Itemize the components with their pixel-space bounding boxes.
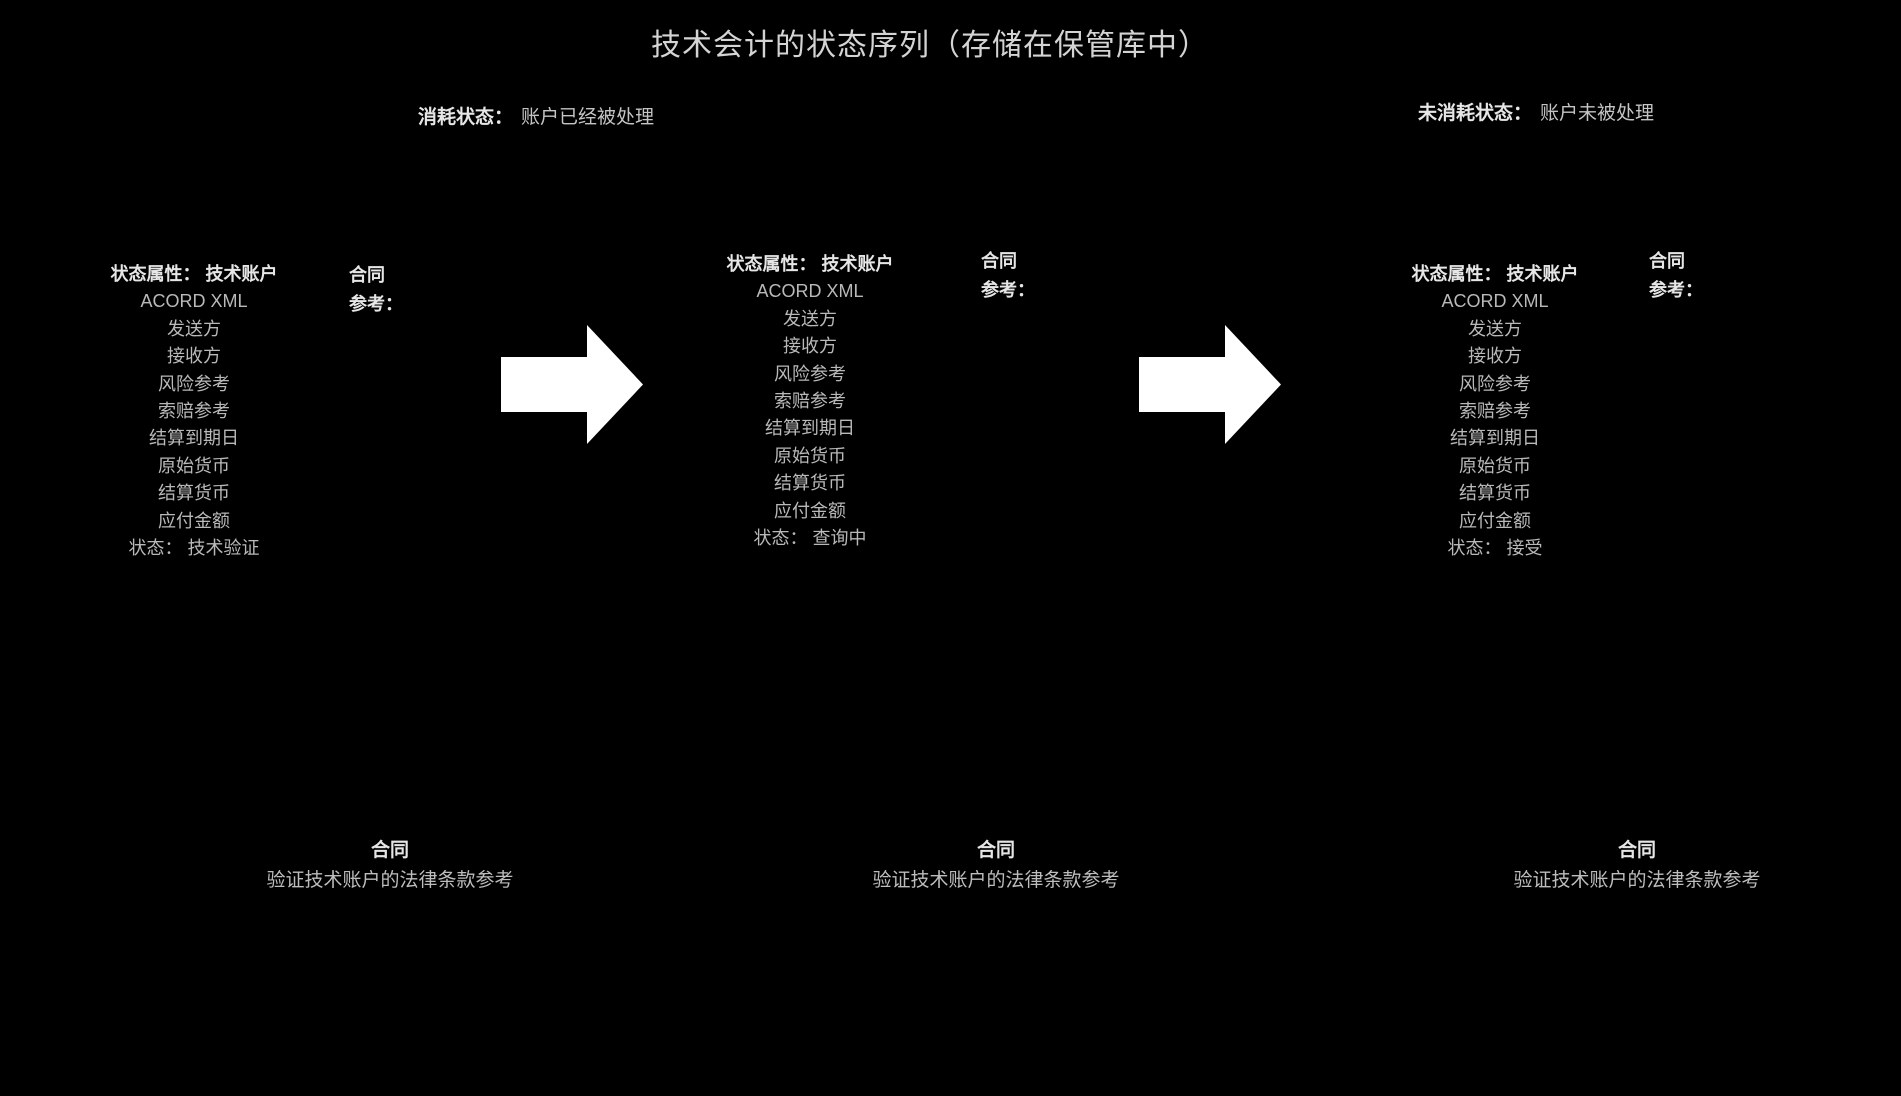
arrow-right-icon: [501, 325, 643, 444]
state-attributes-value: 技术账户: [821, 254, 894, 274]
contract-reference-line1: 合同: [981, 251, 1017, 271]
contract-footer-3: 合同 验证技术账户的法律条款参考: [1437, 836, 1837, 896]
field-original-currency: 原始货币: [774, 445, 846, 466]
field-receiver: 接收方: [167, 346, 221, 367]
contract-footer-1: 合同 验证技术账户的法律条款参考: [190, 836, 590, 896]
contract-reference-line1: 合同: [349, 265, 385, 285]
state-attributes-value: 技术账户: [205, 264, 278, 284]
contract-footer-title: 合同: [370, 840, 409, 861]
arrow-right-shape: [501, 325, 643, 444]
unconsumed-state-value: 账户未被处理: [1540, 103, 1655, 124]
field-amount-payable: 应付金额: [774, 500, 846, 521]
field-claim-reference: 索赔参考: [1459, 401, 1531, 422]
contract-footer-title: 合同: [976, 840, 1015, 861]
field-amount-payable: 应付金额: [1459, 510, 1531, 531]
contract-reference-line1: 合同: [1649, 251, 1685, 271]
field-claim-reference: 索赔参考: [158, 401, 230, 422]
status-label: 状态：: [1447, 538, 1502, 559]
contract-footer-text: 验证技术账户的法律条款参考: [266, 870, 514, 891]
field-acord-xml: ACORD XML: [140, 291, 248, 312]
field-receiver: 接收方: [1468, 346, 1522, 367]
field-risk-reference: 风险参考: [1459, 373, 1531, 394]
arrow-right-icon: [1139, 325, 1281, 444]
status-line: 状态： 查询中: [650, 525, 970, 552]
state-card-accepted: 状态属性： 技术账户 ACORD XML 发送方 接收方 风险参考 索赔参考 结…: [1335, 261, 1655, 562]
contract-footer-title: 合同: [1617, 840, 1656, 861]
status-line: 状态： 技术验证: [34, 535, 354, 562]
state-attributes-label: 状态属性：: [726, 254, 817, 274]
field-settlement-due-date: 结算到期日: [1450, 428, 1540, 449]
field-amount-payable: 应付金额: [158, 510, 230, 531]
field-acord-xml: ACORD XML: [756, 281, 864, 302]
field-settlement-currency: 结算货币: [158, 483, 230, 504]
field-risk-reference: 风险参考: [158, 373, 230, 394]
state-attributes-heading: 状态属性： 技术账户: [34, 261, 354, 288]
unconsumed-state-label: 未消耗状态：: [1418, 103, 1533, 124]
status-label: 状态：: [128, 538, 183, 559]
state-attributes-heading: 状态属性： 技术账户: [1335, 261, 1655, 288]
contract-footer-text: 验证技术账户的法律条款参考: [872, 870, 1120, 891]
consumed-state-label: 消耗状态：: [418, 107, 514, 128]
contract-reference-line2: 参考：: [349, 294, 403, 314]
field-sender: 发送方: [783, 308, 837, 329]
field-receiver: 接收方: [783, 336, 837, 357]
contract-reference-line2: 参考：: [981, 280, 1035, 300]
field-settlement-currency: 结算货币: [1459, 483, 1531, 504]
state-attributes-value: 技术账户: [1506, 264, 1579, 284]
field-settlement-due-date: 结算到期日: [765, 418, 855, 439]
field-original-currency: 原始货币: [1459, 455, 1531, 476]
consumed-state-legend: 消耗状态： 账户已经被处理: [418, 102, 654, 129]
field-settlement-currency: 结算货币: [774, 473, 846, 494]
unconsumed-state-legend: 未消耗状态： 账户未被处理: [1418, 98, 1654, 125]
field-original-currency: 原始货币: [158, 455, 230, 476]
state-attributes-label: 状态属性：: [110, 264, 201, 284]
state-attributes-label: 状态属性：: [1411, 264, 1502, 284]
contract-reference-2: 合同 参考：: [981, 247, 1035, 305]
status-line: 状态： 接受: [1335, 535, 1655, 562]
contract-footer-2: 合同 验证技术账户的法律条款参考: [796, 836, 1196, 896]
field-settlement-due-date: 结算到期日: [149, 428, 239, 449]
contract-footer-text: 验证技术账户的法律条款参考: [1513, 870, 1761, 891]
contract-reference-3: 合同 参考：: [1649, 247, 1703, 305]
status-value: 接受: [1506, 538, 1543, 559]
field-acord-xml: ACORD XML: [1441, 291, 1549, 312]
state-card-technical-validation: 状态属性： 技术账户 ACORD XML 发送方 接收方 风险参考 索赔参考 结…: [34, 261, 354, 562]
field-risk-reference: 风险参考: [774, 363, 846, 384]
state-attributes-heading: 状态属性： 技术账户: [650, 251, 970, 278]
status-value: 技术验证: [187, 538, 260, 559]
field-sender: 发送方: [167, 318, 221, 339]
state-card-querying: 状态属性： 技术账户 ACORD XML 发送方 接收方 风险参考 索赔参考 结…: [650, 251, 970, 552]
contract-reference-1: 合同 参考：: [349, 261, 403, 319]
field-sender: 发送方: [1468, 318, 1522, 339]
arrow-right-shape: [1139, 325, 1281, 444]
contract-reference-line2: 参考：: [1649, 280, 1703, 300]
field-claim-reference: 索赔参考: [774, 391, 846, 412]
consumed-state-value: 账户已经被处理: [521, 107, 655, 128]
status-label: 状态：: [753, 528, 808, 549]
diagram-title: 技术会计的状态序列（存储在保管库中）: [651, 29, 1209, 62]
status-value: 查询中: [812, 528, 867, 549]
